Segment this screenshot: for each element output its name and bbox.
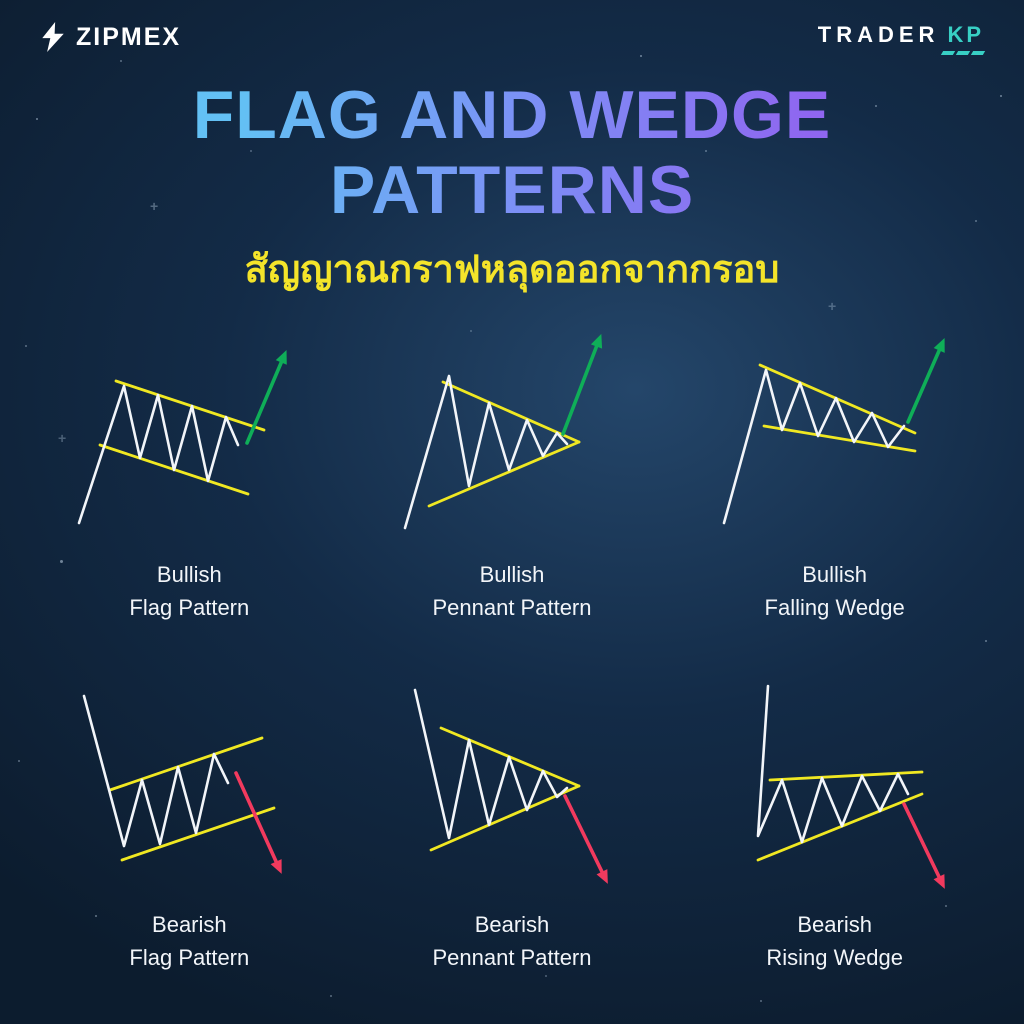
star	[36, 118, 38, 120]
pattern-type: Pennant Pattern	[432, 595, 592, 620]
breakout-arrow-up-icon	[905, 338, 945, 424]
bearish-flag-diagram	[83, 694, 283, 874]
pattern-name: Bearish	[152, 912, 227, 937]
star	[705, 150, 707, 152]
pattern-label: Bearish Rising Wedge	[766, 908, 903, 974]
zipmex-bolt-icon	[42, 22, 64, 52]
trader-kp-logo: TRADER KP	[817, 22, 986, 55]
zipmex-logo: ZIPMEX	[40, 22, 181, 52]
star	[975, 220, 977, 222]
poster-subtitle-thai: สัญญาณกราฟหลุดออกจากกรอบ	[244, 248, 780, 291]
pattern-card-bearish-flag: Bearish Flag Pattern	[28, 668, 351, 974]
price-line	[83, 694, 230, 848]
plus-star: +	[58, 430, 67, 446]
star	[760, 1000, 762, 1002]
breakdown-arrow-down-icon	[563, 794, 608, 884]
price-line	[78, 384, 240, 525]
header: ZIPMEX TRADER KP	[0, 22, 1024, 55]
price-line	[756, 684, 909, 844]
star	[250, 150, 252, 152]
partner-suffix: KP	[947, 22, 984, 47]
pattern-card-bullish-pennant: Bullish Pennant Pattern	[351, 318, 674, 624]
pattern-name: Bearish	[474, 912, 550, 937]
pattern-label: Bullish Falling Wedge	[765, 558, 905, 624]
flag-upper-trendline	[108, 736, 264, 792]
star	[330, 995, 332, 997]
wedge-lower-trendline	[762, 424, 917, 453]
pattern-grid: Bullish Flag Pattern Bullish Pennant Pat…	[0, 318, 1024, 974]
title-block: FLAG AND WEDGE PATTERNS สัญญาณกราฟหลุดออ…	[0, 78, 1024, 299]
bullish-flag-diagram	[78, 350, 288, 525]
partner-name: TRADER	[817, 22, 940, 47]
brand-name: ZIPMEX	[76, 22, 182, 51]
pattern-name: Bearish	[797, 912, 872, 937]
pattern-type: Flag Pattern	[129, 945, 250, 970]
breakdown-arrow-down-icon	[234, 771, 283, 874]
star	[545, 975, 547, 977]
pennant-lower-trendline	[427, 440, 581, 508]
breakdown-arrow-down-icon	[901, 802, 945, 889]
pattern-type: Pennant Pattern	[432, 945, 592, 970]
pattern-card-bullish-falling-wedge: Bullish Falling Wedge	[673, 318, 996, 624]
plus-star: +	[828, 298, 837, 314]
plus-star: +	[150, 198, 159, 214]
star	[470, 330, 472, 332]
pattern-type: Rising Wedge	[766, 945, 903, 970]
star	[18, 760, 20, 762]
poster-title: FLAG AND WEDGE PATTERNS	[193, 78, 832, 228]
pattern-label: Bullish Pennant Pattern	[432, 558, 591, 624]
pattern-name: Bullish	[156, 562, 222, 587]
wedge-upper-trendline	[768, 770, 924, 782]
bullish-falling-wedge-diagram	[722, 338, 945, 525]
star	[985, 640, 987, 642]
pattern-name: Bullish	[479, 562, 545, 587]
price-line	[722, 368, 905, 525]
bullish-pennant-diagram	[403, 333, 603, 530]
star	[875, 105, 877, 107]
star	[25, 345, 27, 347]
pattern-type: Falling Wedge	[764, 595, 905, 620]
pattern-label: Bearish Pennant Pattern	[432, 908, 591, 974]
pattern-card-bearish-rising-wedge: Bearish Rising Wedge	[673, 668, 996, 974]
breakout-arrow-up-icon	[561, 333, 603, 436]
title-line-1: FLAG AND WEDGE	[192, 77, 832, 153]
star	[120, 60, 122, 62]
title-line-2: PATTERNS	[329, 151, 695, 228]
pattern-label: Bullish Flag Pattern	[129, 558, 249, 624]
breakout-arrow-up-icon	[245, 350, 288, 445]
price-line	[413, 688, 569, 840]
pattern-label: Bearish Flag Pattern	[129, 908, 249, 974]
star	[945, 905, 947, 907]
pennant-lower-trendline	[429, 784, 581, 852]
star	[1000, 95, 1002, 97]
bearish-pennant-diagram	[413, 688, 608, 884]
price-line	[403, 374, 569, 530]
flag-upper-trendline	[114, 379, 266, 432]
partner-stripes-icon	[940, 51, 986, 55]
wedge-lower-trendline	[756, 792, 924, 862]
pattern-type: Flag Pattern	[129, 595, 250, 620]
star	[95, 915, 97, 917]
pattern-card-bearish-pennant: Bearish Pennant Pattern	[351, 668, 674, 974]
star	[640, 55, 642, 57]
flag-lower-trendline	[120, 806, 276, 862]
bearish-rising-wedge-diagram	[756, 684, 945, 889]
star	[60, 560, 63, 563]
pattern-name: Bullish	[802, 562, 868, 587]
pattern-card-bullish-flag: Bullish Flag Pattern	[28, 318, 351, 624]
